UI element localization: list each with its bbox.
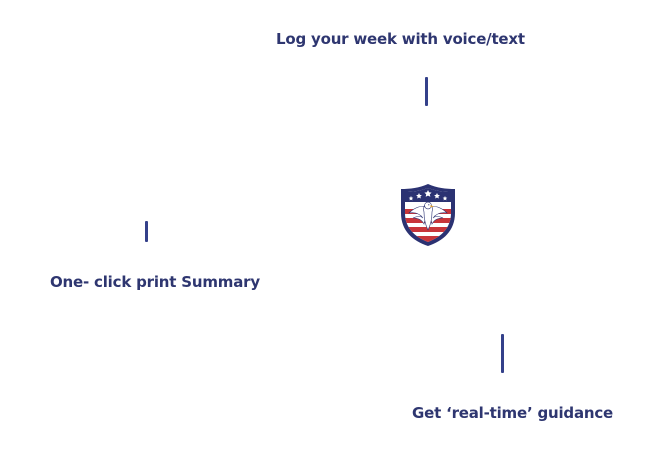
feature-label-log-week: Log your week with voice/text — [276, 30, 525, 48]
eagle-shield-icon — [401, 184, 455, 246]
stars-icon — [408, 190, 448, 201]
feature-label-print-summary: One- click print Summary — [50, 273, 260, 291]
connector-line-left — [145, 221, 148, 242]
connector-line-bottom — [501, 334, 504, 373]
eagle-icon — [408, 201, 448, 231]
connector-line-top — [425, 77, 428, 106]
feature-label-realtime-guidance: Get ‘real-time’ guidance — [412, 404, 614, 422]
